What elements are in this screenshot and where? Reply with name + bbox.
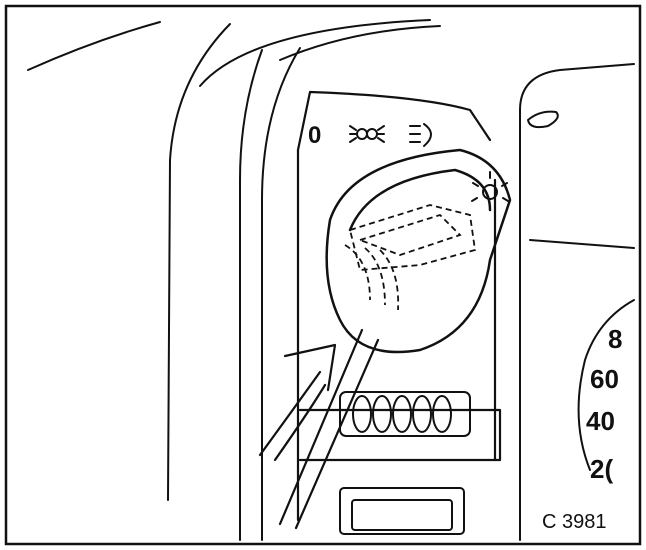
switch-label-off: 0 xyxy=(308,122,321,149)
dimmer-thumbwheel xyxy=(339,391,471,437)
speedo-number-3: 40 xyxy=(586,406,615,436)
parking-light-icon xyxy=(349,125,385,143)
lower-switch xyxy=(339,487,465,535)
dash-left-contour xyxy=(167,23,301,541)
instrument-cluster xyxy=(519,63,635,541)
speedo-number-2: 60 xyxy=(590,364,619,394)
arrow-icon xyxy=(258,343,337,462)
release-tool xyxy=(278,328,380,530)
internal-mechanism xyxy=(344,204,477,311)
light-switch-knob xyxy=(325,148,512,354)
figure-frame xyxy=(4,4,642,546)
figure-code: C 3981 xyxy=(542,511,607,533)
switch-housing xyxy=(296,90,502,522)
dash-top-lines xyxy=(27,19,441,87)
speedo-number-1: 8 xyxy=(608,324,622,354)
sun-icon xyxy=(471,171,509,202)
headlamp-icon xyxy=(409,123,432,147)
speedo-number-4: 2( xyxy=(590,454,613,484)
